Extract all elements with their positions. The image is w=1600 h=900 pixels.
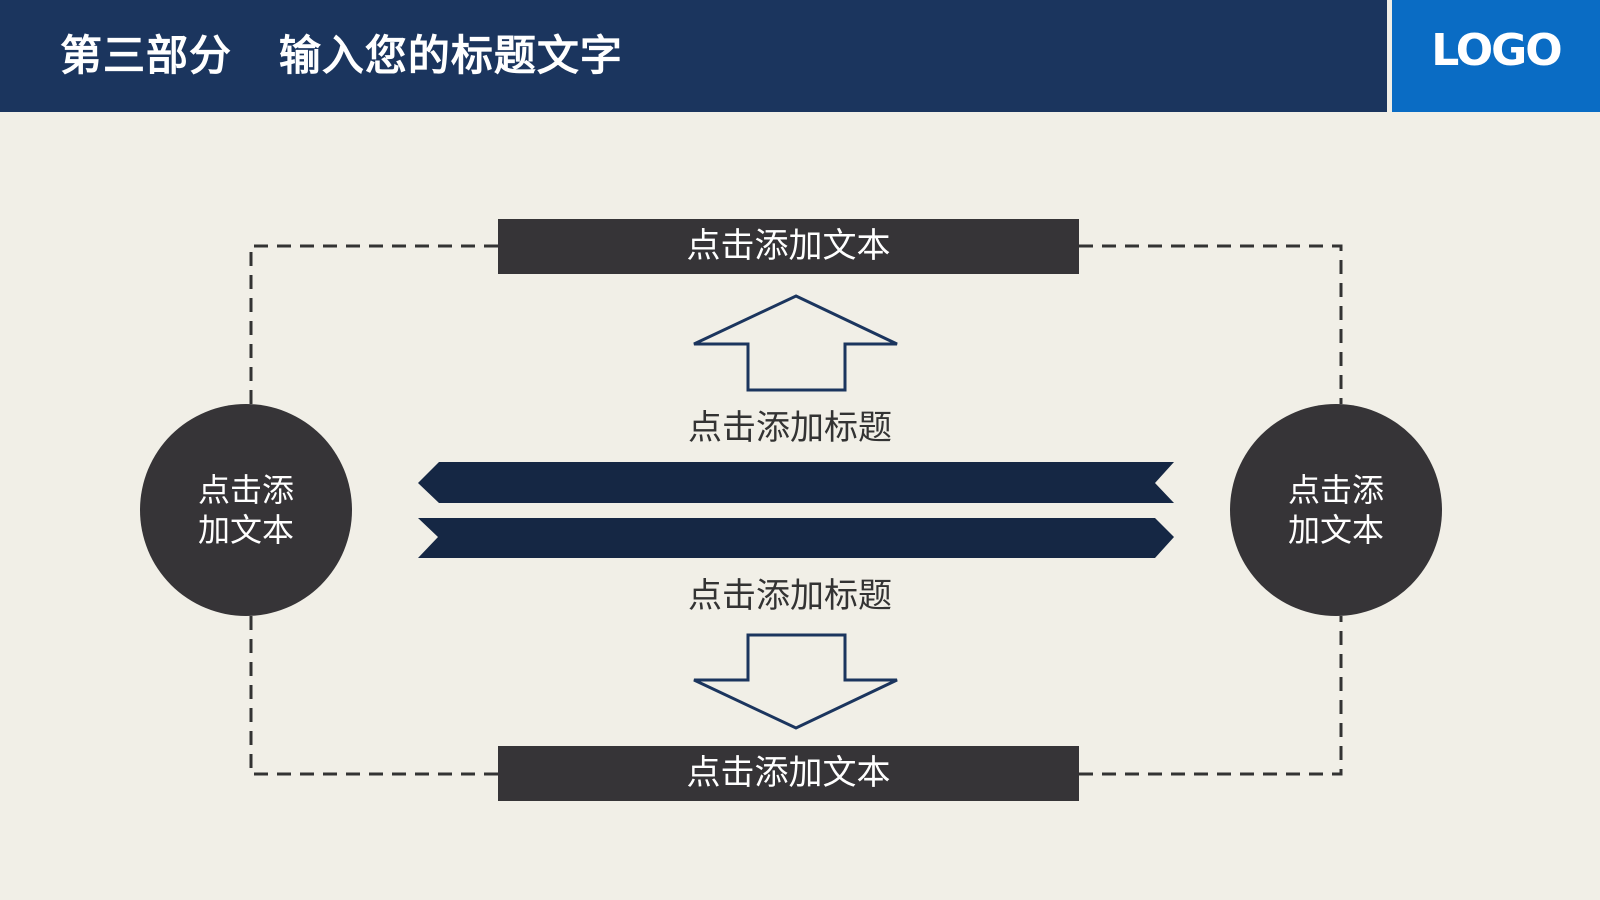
logo-text: LOGO <box>1431 25 1562 76</box>
header-bar: 第三部分 输入您的标题文字 <box>0 0 1387 112</box>
dashed-connector-top <box>249 244 1343 404</box>
left-circle[interactable]: 点击添加文本 <box>140 404 352 616</box>
logo-box: LOGO <box>1392 0 1600 112</box>
bottom-text-box[interactable]: 点击添加文本 <box>498 746 1079 801</box>
dashed-connector-bottom <box>249 616 1343 776</box>
right-circle[interactable]: 点击添加文本 <box>1230 404 1442 616</box>
upper-title-text[interactable]: 点击添加标题 <box>688 408 892 448</box>
left-band-arrow-icon <box>418 462 1174 503</box>
lower-title-text[interactable]: 点击添加标题 <box>688 576 892 616</box>
right-band-arrow-icon <box>418 518 1174 558</box>
page-title: 第三部分 输入您的标题文字 <box>60 31 623 80</box>
right-circle-text: 点击添加文本 <box>1287 471 1384 549</box>
dashed-connectors <box>249 244 1343 776</box>
top-text-box[interactable]: 点击添加文本 <box>498 219 1079 274</box>
up-arrow-icon <box>693 294 898 392</box>
down-arrow-icon <box>693 633 898 730</box>
left-circle-text: 点击添加文本 <box>197 471 294 549</box>
